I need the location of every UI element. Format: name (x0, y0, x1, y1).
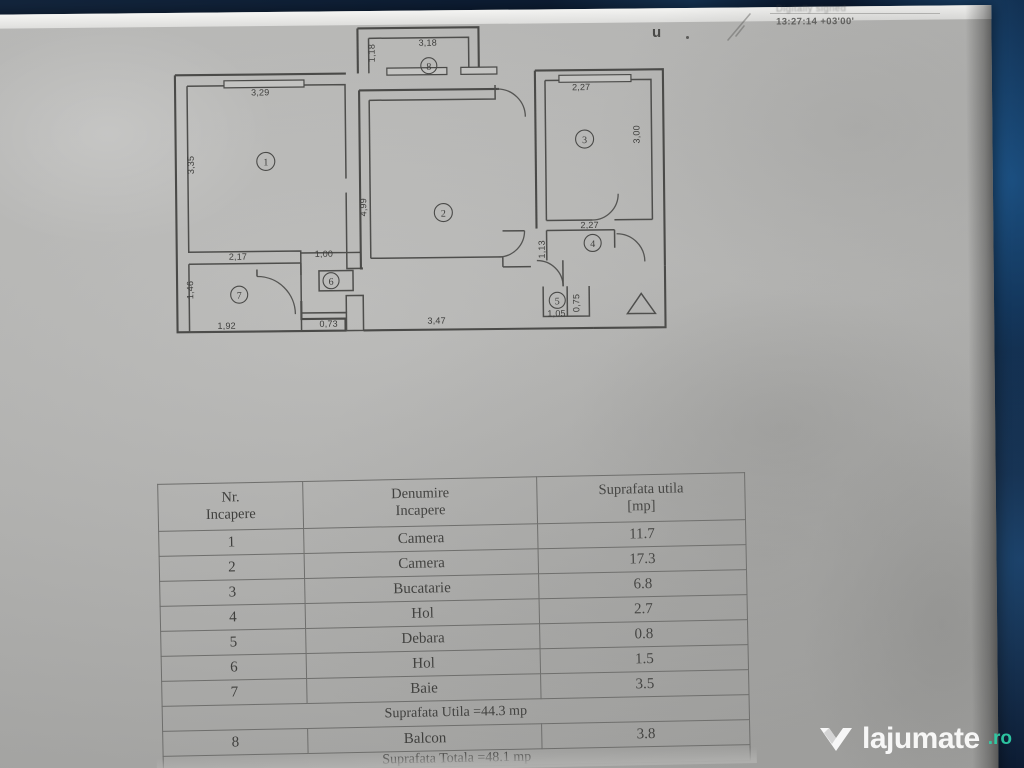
header-nr-line2: Incapere (205, 505, 256, 523)
lajumate-logo-icon (820, 728, 852, 751)
svg-text:8: 8 (426, 62, 431, 73)
cell-nr: 3 (159, 578, 306, 607)
svg-text:4,99: 4,99 (358, 198, 368, 216)
ink-dot (686, 36, 689, 39)
svg-text:3,35: 3,35 (186, 156, 196, 174)
svg-text:1,05: 1,05 (547, 308, 565, 318)
header-nr-incapere: Nr. Incapere (157, 481, 304, 532)
svg-text:1,00: 1,00 (315, 249, 333, 259)
svg-text:2: 2 (441, 209, 446, 220)
orientation-mark: u (652, 24, 662, 41)
pen-stroke-icon (727, 13, 751, 41)
cell-nr: 5 (160, 628, 307, 657)
svg-text:3,29: 3,29 (251, 87, 269, 97)
svg-text:1,46: 1,46 (185, 281, 195, 299)
header-suprafata-utila: Suprafata utila [mp] (537, 472, 746, 524)
stamp-divider (770, 13, 940, 14)
svg-text:3: 3 (582, 135, 587, 146)
floor-plan-drawing: .wall { fill:none; stroke:#4a4a48; strok… (173, 26, 667, 334)
svg-text:5: 5 (555, 296, 560, 307)
cell-nr: 7 (161, 678, 308, 707)
svg-text:2,27: 2,27 (580, 220, 598, 230)
svg-text:1: 1 (263, 157, 268, 168)
watermark-brand: lajumate (862, 722, 980, 755)
svg-text:3,18: 3,18 (419, 38, 437, 48)
svg-text:0,75: 0,75 (571, 294, 581, 312)
svg-text:1,18: 1,18 (367, 44, 377, 62)
header-den-line2: Incapere (395, 502, 446, 520)
watermark-tld: .ro (987, 728, 1012, 749)
cell-nr: 1 (158, 528, 305, 557)
svg-text:6: 6 (329, 277, 334, 288)
site-watermark: lajumate .ro (818, 722, 1012, 756)
room-schedule-table: Nr. Incapere Denumire Incapere Suprafata… (156, 472, 757, 768)
svg-text:1,13: 1,13 (537, 240, 547, 258)
cell-nr: 8 (162, 728, 309, 757)
svg-text:3,00: 3,00 (631, 125, 641, 143)
svg-text:7: 7 (237, 291, 242, 302)
header-sup-line2: [mp] (627, 497, 656, 515)
cell-nr: 6 (161, 653, 307, 682)
svg-text:4: 4 (590, 239, 595, 250)
cell-nr: 4 (160, 603, 306, 632)
svg-text:2,27: 2,27 (572, 82, 590, 92)
svg-text:2,17: 2,17 (229, 252, 247, 262)
svg-text:0,73: 0,73 (319, 319, 337, 329)
header-denumire-incapere: Denumire Incapere (302, 476, 538, 529)
cell-nr: 2 (159, 553, 305, 582)
svg-text:1,92: 1,92 (217, 321, 235, 331)
svg-text:3,47: 3,47 (427, 316, 445, 326)
